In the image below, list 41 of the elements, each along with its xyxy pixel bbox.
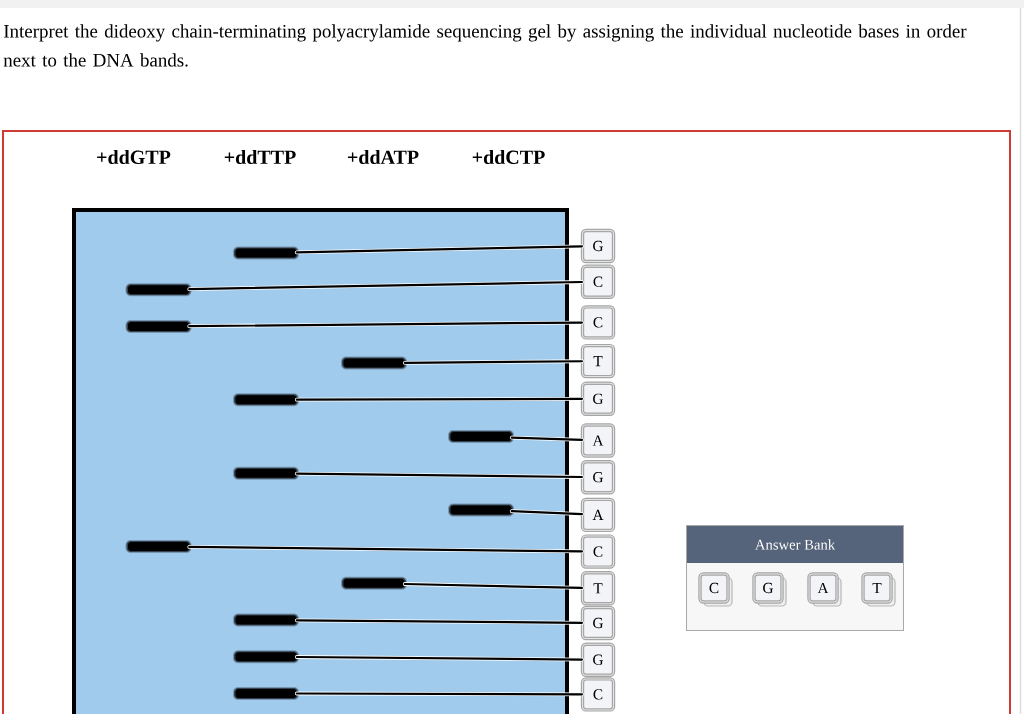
letter-tile: G [580,642,616,677]
leader-line [294,618,584,625]
leader-line [294,244,584,255]
dna-band [448,430,514,443]
letter-tile: C [698,572,733,607]
letter-tile: A [807,572,842,607]
question-text: Interpret the dideoxy chain-terminating polyacrylamide sequencing gel by assigning the individual nucleotide bases in order next to the DNA bands. [3,24,967,67]
letter-tile: C [580,677,616,712]
dna-band [448,503,514,517]
letter-tile: A [580,497,616,533]
leader-line [187,320,584,328]
lane-label: +ddCTP [472,150,545,165]
letter-tile: T [861,572,896,607]
letter-tile: G [580,460,616,495]
letter-tile: C [580,305,616,340]
dna-band [233,393,299,407]
lane-label: +ddTTP [224,150,296,165]
leader-line [187,545,584,554]
dna-band [233,650,299,664]
dna-band [125,540,192,554]
lane-label: +ddATP [347,150,419,165]
letter-tile: G [580,605,616,641]
letter-tile: C [580,264,616,299]
letter-tile: G [580,228,616,264]
leader-line [294,691,584,697]
letter-tile: T [580,343,616,379]
letter-tile: A [580,423,616,458]
leader-line [294,655,584,662]
leader-line [294,396,584,402]
letter-tile: C [580,534,616,569]
leader-line [509,435,584,442]
lane-label: +ddGTP [97,150,171,165]
dna-band [125,283,192,297]
leader-line [509,509,584,517]
leader-line [402,582,584,590]
letter-tile: G [580,381,616,416]
letter-tile: G [752,572,787,607]
letter-tile: T [580,571,616,606]
leader-line [187,280,584,292]
leader-line [402,359,584,365]
leader-line [294,471,584,479]
